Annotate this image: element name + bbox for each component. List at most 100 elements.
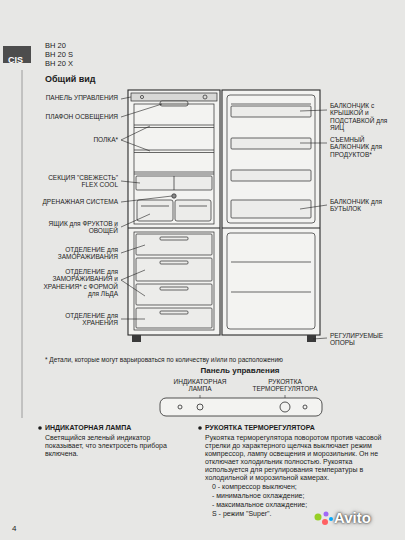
setting-item: S - режим "Super". [212, 510, 322, 518]
fridge-cabinet [141, 206, 207, 207]
part-label: ПАНЕЛЬ УПРАВЛЕНИЯ [36, 94, 118, 101]
tab-text: CIS [8, 55, 23, 66]
fridge-cabinet [131, 93, 217, 101]
bullet [198, 426, 202, 430]
leader-line [121, 140, 150, 151]
fridge-door [222, 90, 320, 335]
bullet [38, 426, 42, 430]
fridge-cabinet [160, 101, 188, 106]
fridge-cabinet [134, 150, 214, 153]
fridge-door [231, 138, 311, 149]
fridge-door [231, 106, 311, 117]
leader-line [121, 97, 131, 99]
control-panel [160, 398, 322, 416]
model-name: BH 20 S [45, 51, 125, 60]
fridge-cabinet [136, 284, 212, 305]
section-heading: Панель управления [170, 366, 310, 375]
leader-line [121, 196, 172, 202]
watermark-logo [329, 517, 333, 521]
setting-item: - максимальное охлаждение; [212, 501, 322, 509]
fridge-cabinet [134, 125, 214, 128]
fridge-cabinet [136, 258, 212, 281]
fridge-door [227, 233, 315, 329]
part-label: ОТДЕЛЕНИЕ для ХРАНЕНИЯ [36, 312, 118, 327]
fridge-door [222, 227, 320, 228]
panel-label: ИНДИКАТОРНАЯ ЛАМПА [170, 378, 230, 393]
part-label: ПЛАФОН ОСВЕЩЕНИЯ [36, 113, 118, 120]
leader-line [313, 338, 327, 339]
body-text: Светящийся зеленый индикатор показывает,… [45, 434, 190, 458]
control-panel [303, 405, 307, 409]
fridge-door [231, 170, 311, 181]
fridge-cabinet [203, 95, 207, 99]
part-label: СЕКЦИЯ "СВЕЖЕСТЬ" FLEX COOL [36, 174, 118, 189]
fridge-cabinet [160, 287, 188, 290]
setting-item: 0 - компрессор выключен; [212, 483, 322, 491]
fridge-cabinet [160, 237, 188, 240]
control-panel [160, 398, 322, 416]
watermark-logo [315, 514, 322, 521]
section-tab: CIS [3, 46, 31, 63]
leader-line [121, 280, 145, 296]
leader-line [121, 270, 145, 280]
fridge-cabinet [128, 90, 220, 335]
part-label: БАЛКОНЧИК с КРЫШКОЙ и ПОДСТАВКОЙ для ЯИЦ [330, 102, 400, 132]
leader-line [121, 104, 162, 117]
watermark: Avito [334, 509, 396, 526]
adjustable-foot [307, 335, 316, 342]
control-panel [178, 405, 182, 409]
part-label: СЪЕМНЫЙ БАЛКОНЧИК для ПРОДУКТОВ* [330, 136, 400, 158]
leader-line [121, 319, 145, 320]
fridge-cabinet [128, 90, 220, 335]
page-number: 4 [12, 524, 32, 533]
panel-label: РУКОЯТКА ТЕРМОРЕГУЛЯТОРА [249, 378, 321, 393]
part-label: ОТДЕЛЕНИЕ для ЗАМОРАЖИВАНИЯ и ХРАНЕНИЯ* … [36, 268, 118, 298]
margin-rule [22, 70, 23, 418]
fridge-cabinet [136, 308, 212, 328]
watermark-logo [324, 512, 329, 517]
control-panel [197, 404, 203, 410]
adjustable-foot [132, 335, 141, 342]
leader-line [121, 245, 145, 253]
fridge-door [222, 90, 320, 335]
setting-item: - минимальное охлаждение; [212, 492, 322, 500]
part-label: РЕГУЛИРУЕМЫЕ ОПОРЫ [330, 332, 400, 347]
leader-line [121, 214, 150, 227]
fridge-cabinet [136, 234, 212, 255]
adjustable-foot [132, 335, 316, 342]
body-text: Рукоятка терморегулятора поворотом проти… [205, 434, 397, 482]
page-heading: Общий вид [45, 74, 96, 84]
leader-line [121, 126, 150, 140]
margin-rule [22, 70, 23, 418]
fridge-cabinet [160, 311, 188, 314]
leader-line [300, 143, 327, 144]
part-label: ДРЕНАЖНАЯ СИСТЕМА [36, 198, 118, 205]
fridge-cabinet [175, 200, 211, 221]
leader-line [300, 205, 327, 209]
model-name: BH 20 [45, 42, 125, 51]
fridge-door [227, 95, 315, 223]
fridge-cabinet [134, 104, 214, 224]
fridge-cabinet [172, 194, 176, 198]
part-label: ЯЩИК для ФРУКТОВ и ОВОЩЕЙ [36, 220, 118, 235]
fridge-cabinet [174, 176, 175, 190]
feature-heading: РУКОЯТКА ТЕРМОРЕГУЛЯТОРА [205, 424, 397, 432]
fridge-cabinet [136, 176, 212, 190]
model-name: BH 20 X [45, 60, 125, 69]
fridge-cabinet [140, 95, 143, 98]
watermark-logo [315, 512, 334, 526]
fridge-door [231, 104, 311, 105]
fridge-door [231, 200, 311, 218]
leader-line [121, 181, 140, 183]
watermark-logo [322, 519, 328, 525]
fridge-cabinet [137, 200, 173, 221]
part-label: ПОЛКА* [36, 136, 118, 143]
part-label: ОТДЕЛЕНИЕ для ЗАМОРАЖИВАНИЯ [36, 246, 118, 261]
footnote: * Детали, которые могут варьироваться по… [45, 356, 395, 363]
control-panel [280, 402, 290, 412]
feature-heading: ИНДИКАТОРНАЯ ЛАМПА [45, 424, 190, 432]
fridge-cabinet [128, 227, 220, 228]
fridge-cabinet [134, 232, 214, 330]
part-label: БАЛКОНЧИК для БУТЫЛОК [330, 198, 400, 213]
